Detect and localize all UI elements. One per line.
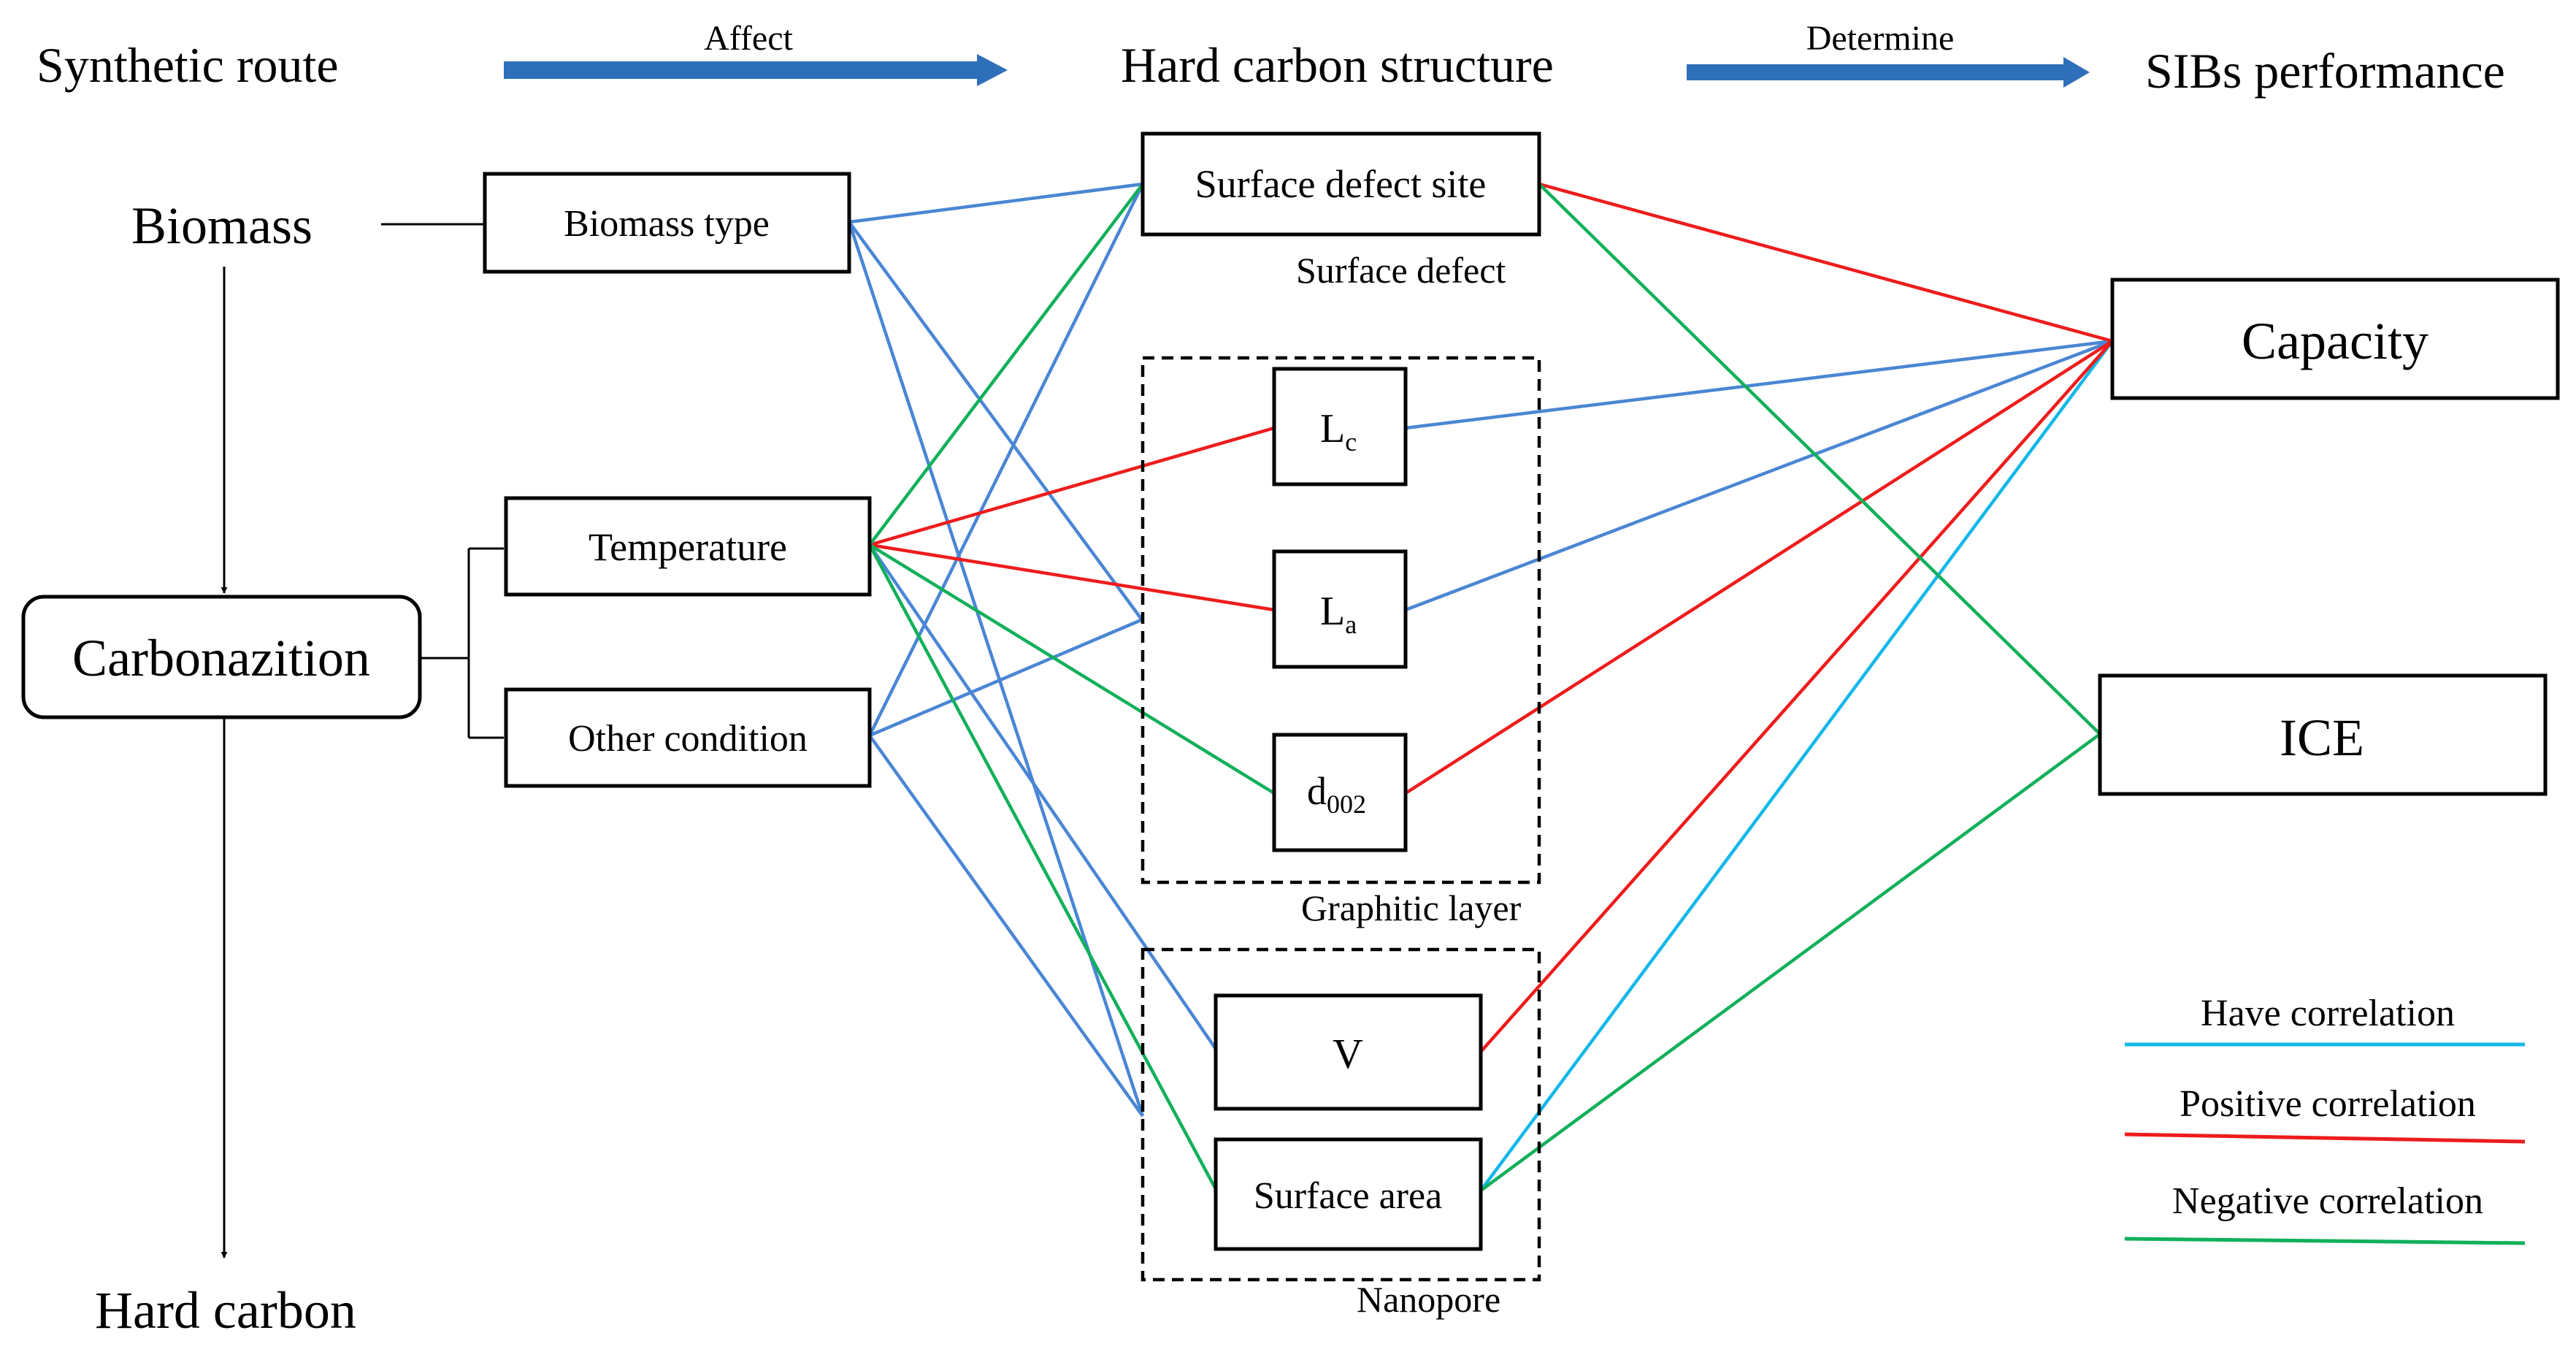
la-box [1272,549,1408,669]
la-subscript: a [1345,610,1357,639]
line-surface-area-capacity [1479,340,2114,1192]
route-hard-carbon: Hard carbon [95,1281,356,1340]
line-lc-capacity [1405,339,2113,430]
legend: Have correlation Positive correlation Ne… [2124,993,2526,1245]
nanopore-group [1141,947,1541,1282]
d002-box [1272,733,1408,852]
factor-biomass-type: Biomass type [564,203,770,245]
line-la-capacity [1405,339,2113,612]
factor-other-condition: Other condition [568,718,808,760]
line-biomass-type-graphitic-layer [848,221,1144,622]
la-label: La [1320,589,1357,639]
graphitic-layer-group [1141,356,1541,885]
header-synthetic-route: Synthetic route [37,37,339,93]
line-d002-capacity [1404,340,2114,795]
legend-negative-correlation: Negative correlation [2172,1180,2483,1222]
factor-temperature: Temperature [589,525,787,569]
route-carbonization: Carbonazition [72,629,370,687]
d002-subscript: 002 [1327,790,1366,819]
ice-box [2098,673,2548,796]
surface-defect-site-box [1141,131,1541,237]
d002-label: d002 [1307,769,1366,819]
line-temperature-v [868,543,1217,1050]
determine-arrow-head [2063,57,2090,88]
structure-v: V [1333,1030,1363,1077]
lc-subscript: c [1345,427,1357,456]
affect-arrow-shaft [504,61,978,79]
biomass-type-box [483,172,851,274]
surface-area-box [1214,1137,1483,1251]
line-v-capacity [1479,340,2114,1053]
legend-negative-line [2124,1237,2526,1245]
structure-surface-defect-site: Surface defect site [1195,162,1487,206]
lc-label: Lc [1320,406,1357,456]
lc-base: L [1320,406,1345,451]
correlation-lines [847,182,2114,1192]
v-box [1214,993,1483,1111]
temperature-box [504,496,872,597]
route-biomass: Biomass [131,196,313,255]
header-affect: Affect [704,19,793,58]
capacity-box [2110,278,2560,400]
line-temperature-lc [869,426,1275,547]
affect-arrow-head [977,54,1008,86]
line-temperature-la [869,543,1275,612]
carbonization-bracket [420,547,504,739]
line-biomass-type-nanopore [847,221,1145,1117]
performance-capacity: Capacity [2242,312,2429,370]
la-base: L [1320,589,1345,634]
group-nanopore: Nanopore [1357,1279,1500,1320]
line-surface-defect-ice [1538,183,2101,736]
line-temperature-d002 [868,543,1276,795]
determine-arrow-shaft [1687,64,2066,80]
header-determine: Determine [1806,19,1955,58]
legend-positive-line [2124,1132,2526,1144]
other-condition-box [504,687,872,788]
performance-ice: ICE [2280,708,2364,767]
lc-box [1272,367,1408,486]
line-temperature-surface-area [868,543,1217,1191]
determine-arrow [1687,57,2090,88]
line-temperature-surface-defect [868,183,1144,546]
group-graphitic-layer: Graphitic layer [1301,887,1522,928]
affect-arrow [504,54,1008,86]
d002-base: d [1307,769,1327,813]
legend-positive-correlation: Positive correlation [2180,1083,2476,1125]
line-other-condition-surface-defect [867,183,1145,736]
legend-have-correlation: Have correlation [2201,993,2455,1034]
line-surface-area-ice [1479,733,2101,1192]
line-other-condition-graphitic-layer [869,617,1143,738]
line-biomass-type-surface-defect [848,182,1143,224]
group-surface-defect: Surface defect [1296,250,1506,291]
line-other-condition-nanopore [868,734,1144,1118]
header-hard-carbon-structure: Hard carbon structure [1121,37,1554,93]
line-surface-defect-capacity [1538,182,2113,343]
structure-surface-area: Surface area [1254,1175,1442,1217]
header-sibs-performance: SIBs performance [2145,43,2505,99]
